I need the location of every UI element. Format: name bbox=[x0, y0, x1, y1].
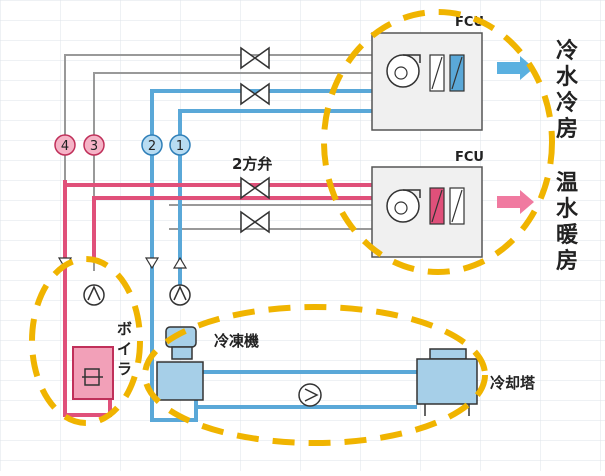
boiler-label-char: ラ bbox=[117, 360, 132, 378]
pipe-number-4: 4 bbox=[61, 139, 69, 154]
boiler-body bbox=[72, 346, 114, 400]
boiler-label-char: イ bbox=[117, 340, 132, 358]
warm-air-arrow-icon bbox=[497, 190, 534, 214]
pipe-marker-3 bbox=[83, 134, 105, 156]
pipe-marker-2 bbox=[141, 134, 163, 156]
svg-text:暖: 暖 bbox=[556, 223, 579, 248]
hot-pipe-lower bbox=[92, 196, 374, 262]
fcu-top bbox=[371, 32, 483, 131]
valve-icon bbox=[240, 210, 270, 234]
svg-text:冷: 冷 bbox=[556, 38, 578, 64]
pipe-number-2: 2 bbox=[148, 139, 156, 154]
boiler bbox=[72, 346, 114, 400]
pipe-marker-1 bbox=[169, 134, 191, 156]
svg-text:房: 房 bbox=[556, 116, 578, 142]
valve-icon bbox=[240, 46, 270, 70]
tower-body bbox=[416, 358, 478, 405]
cooling-label: 冷 水 冷 房 bbox=[556, 38, 579, 142]
boiler-highlight bbox=[29, 256, 143, 426]
boiler-loop-left bbox=[63, 253, 112, 417]
valves bbox=[240, 46, 270, 234]
tower-pump-icon bbox=[298, 383, 322, 407]
valve-label: 2方弁 bbox=[232, 155, 272, 173]
svg-text:水: 水 bbox=[556, 197, 579, 222]
tower-label: 冷却塔 bbox=[490, 374, 536, 392]
pipe-number-1: 1 bbox=[176, 139, 184, 154]
boiler-label-1: ボイラ bbox=[117, 320, 132, 378]
chiller bbox=[156, 326, 204, 401]
pipe-number-3: 3 bbox=[90, 139, 98, 154]
chiller-tower-highlight bbox=[142, 304, 488, 446]
fcu-top-housing bbox=[371, 32, 483, 131]
cool-air-arrow-icon bbox=[497, 56, 534, 80]
svg-text:房: 房 bbox=[556, 248, 578, 274]
fcu-bottom bbox=[371, 166, 483, 258]
flow-up-arrow-icon bbox=[172, 256, 188, 269]
chilled-pipe-1 bbox=[178, 109, 374, 302]
heating-label: 温 水 暖 房 bbox=[556, 171, 579, 274]
pipe-marker-4 bbox=[54, 134, 76, 156]
fcu-bottom-label: FCU bbox=[455, 150, 484, 165]
chiller-outlet-pipe bbox=[150, 400, 198, 422]
flow-down-arrow-icon bbox=[144, 257, 160, 270]
highlights bbox=[29, 9, 555, 446]
chiller-body bbox=[156, 361, 204, 401]
boiler-pump-icon bbox=[83, 284, 105, 306]
svg-text:温: 温 bbox=[556, 171, 578, 196]
valve-icon bbox=[240, 176, 270, 200]
pumps bbox=[83, 284, 322, 407]
chiller-label: 冷凍機 bbox=[214, 332, 259, 350]
chilled-pipe-2 bbox=[150, 89, 374, 422]
svg-text:冷: 冷 bbox=[556, 90, 578, 116]
boiler-label-char: ボ bbox=[117, 320, 132, 338]
valve-icon bbox=[240, 82, 270, 106]
svg-text:水: 水 bbox=[556, 65, 579, 90]
fcu-highlight bbox=[321, 9, 555, 275]
pipe-number-markers: 4 3 2 1 bbox=[54, 134, 191, 156]
piping bbox=[63, 54, 417, 422]
fan-icon bbox=[386, 54, 420, 88]
chiller-pump-icon bbox=[169, 284, 191, 306]
cooling-tower bbox=[416, 348, 478, 416]
fan-icon bbox=[386, 189, 420, 223]
